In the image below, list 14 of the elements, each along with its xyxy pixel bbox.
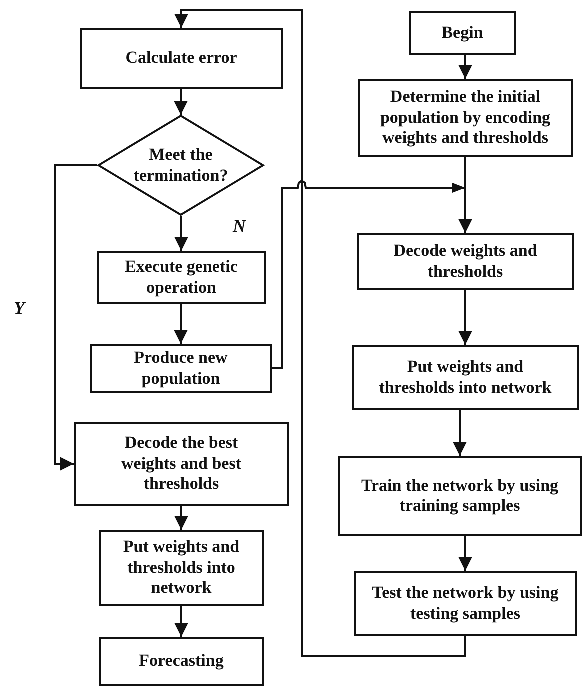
process-box: Begin <box>409 11 516 55</box>
process-box: Produce new population <box>90 344 272 393</box>
process-box: Execute genetic operation <box>97 251 266 304</box>
process-box: Train the network by using training samples <box>338 456 582 536</box>
process-box: Calculate error <box>80 28 283 89</box>
process-box: Put weights and thresholds into network <box>352 345 579 410</box>
decision-diamond <box>97 115 265 216</box>
process-box: Test the network by using testing samples <box>354 571 577 636</box>
process-box: Put weights and thresholds into network <box>99 530 264 606</box>
process-box: Decode weights and thresholds <box>357 233 574 290</box>
decision-text: Meet the termination? <box>132 145 230 186</box>
process-box: Forecasting <box>99 637 264 686</box>
process-box: Determine the initial population by encoding weights and thresholds <box>358 79 573 157</box>
process-box: Decode the best weights and best thresholds <box>74 422 289 506</box>
